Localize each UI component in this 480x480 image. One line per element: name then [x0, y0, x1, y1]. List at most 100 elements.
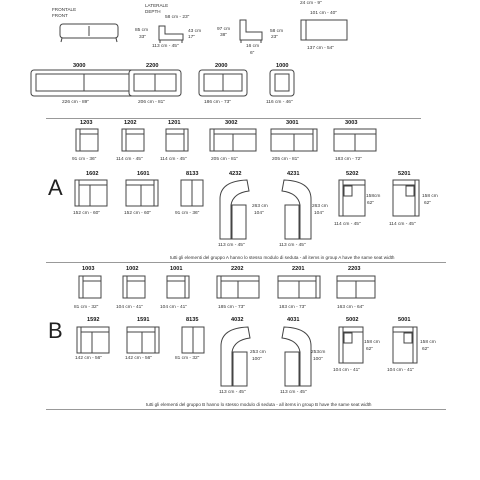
- module-1592: [76, 326, 110, 354]
- module-5002: [338, 326, 364, 364]
- item-side-dim: 263 cm: [252, 204, 268, 209]
- item-code: 2203: [348, 266, 361, 272]
- sofa-3000-drawing: [30, 69, 138, 97]
- item-code: 5201: [398, 171, 411, 177]
- module-1202: [121, 128, 145, 152]
- item-dim: 114 cm - 45": [334, 222, 361, 227]
- item-dim: 152 cm - 60": [73, 211, 101, 216]
- item-code: 2201: [292, 266, 305, 272]
- module-5202: [338, 179, 366, 217]
- module-4231: [281, 179, 312, 240]
- module-1591: [126, 326, 160, 354]
- item-code: 4032: [231, 317, 244, 323]
- item-code: 5001: [398, 317, 411, 323]
- item-side-dim: 62": [424, 201, 432, 206]
- module-1001: [166, 275, 190, 299]
- group-b-note: tutti gli elementi del gruppo B hanno lo…: [146, 402, 372, 407]
- dim-height-85: 85 cm: [135, 28, 149, 33]
- dim-16: 16 cm: [246, 44, 260, 49]
- sofa-1000-drawing: [269, 69, 295, 97]
- module-3003: [333, 128, 377, 152]
- module-1201: [165, 128, 189, 152]
- group-b-letter: B: [48, 318, 63, 343]
- sofa-code: 3000: [73, 63, 86, 69]
- label-frontale: FRONTALE: [52, 7, 77, 12]
- item-side-dim: 253 cm: [250, 350, 266, 355]
- item-side-dim: 62": [366, 347, 374, 352]
- divider-top: [46, 118, 421, 119]
- item-side-dim: 62": [422, 347, 430, 352]
- label-laterale: LATERALE: [145, 3, 169, 8]
- sofa-code: 1000: [276, 63, 289, 69]
- item-dim: 113 cm - 45": [279, 243, 306, 248]
- label-depth: DEPTH: [145, 9, 161, 14]
- module-1602: [74, 179, 108, 207]
- item-code: 3002: [225, 120, 238, 126]
- item-code: 1592: [87, 317, 100, 323]
- group-a-letter: A: [48, 175, 63, 200]
- module-8135: [181, 326, 205, 354]
- item-side-dim: 158 cm: [364, 340, 380, 345]
- module-2203: [336, 275, 376, 299]
- item-dim: 104 cm - 41": [160, 305, 188, 310]
- item-code: 1202: [124, 120, 137, 126]
- module-5001: [392, 326, 418, 364]
- item-side-dim: 100": [313, 357, 323, 362]
- front-view-diagram: [59, 23, 119, 43]
- sofa-dim: 206 cm - 81": [138, 100, 166, 105]
- item-dim: 142 cm - 56": [125, 356, 153, 361]
- module-8133: [180, 179, 204, 207]
- module-4031: [281, 326, 312, 387]
- item-dim: 163 cm - 64": [337, 305, 365, 310]
- sofa-dim: 116 cm - 46": [266, 100, 293, 105]
- item-dim: 113 cm - 45": [219, 390, 246, 395]
- item-dim: 114 cm - 45": [389, 222, 416, 227]
- item-dim: 104 cm - 41": [387, 368, 415, 373]
- item-code: 1203: [80, 120, 93, 126]
- dim-58b: 58 cm: [270, 29, 284, 34]
- item-side-dim: 158 cm: [420, 340, 436, 345]
- dim-101: 101 cm - 40": [310, 11, 338, 16]
- item-code: 4231: [287, 171, 300, 177]
- item-code: 1002: [126, 266, 139, 272]
- top-view-diagram: [300, 19, 348, 41]
- item-code: 1003: [82, 266, 95, 272]
- item-side-dim: 253cm: [311, 350, 326, 355]
- item-side-dim: 100": [252, 357, 262, 362]
- module-4032: [220, 326, 251, 387]
- item-dim: 114 cm - 45": [116, 157, 143, 162]
- item-code: 8133: [186, 171, 199, 177]
- item-code: 1201: [168, 120, 181, 126]
- side-high-diagram: [239, 19, 263, 43]
- dim-6: 6": [250, 51, 255, 56]
- item-side-dim: 104": [314, 211, 324, 216]
- dim-24: 24 cm - 9": [300, 1, 322, 6]
- item-code: 4031: [287, 317, 300, 323]
- item-dim: 104 cm - 41": [116, 305, 144, 310]
- module-2202: [216, 275, 260, 299]
- item-dim: 205 cm - 81": [211, 157, 239, 162]
- dim-seat-43: 43 cm: [188, 29, 202, 34]
- item-code: 2202: [231, 266, 244, 272]
- divider-b: [46, 409, 446, 410]
- dim-137: 137 cm - 54": [307, 46, 335, 51]
- item-code: 8135: [186, 317, 199, 323]
- side-view-diagram: [158, 25, 184, 43]
- sofa-dim: 186 cm - 73": [204, 100, 232, 105]
- item-dim: 91 cm - 36": [175, 211, 200, 216]
- item-dim: 183 cm - 73": [279, 305, 307, 310]
- item-side-dim: 104": [254, 211, 264, 216]
- dim-height-33: 33": [139, 35, 147, 40]
- dim-height-38: 38": [220, 33, 228, 38]
- sofa-code: 2000: [215, 63, 228, 69]
- module-1203: [75, 128, 99, 152]
- item-dim: 185 cm - 73": [218, 305, 246, 310]
- item-code: 3003: [345, 120, 358, 126]
- item-code: 4232: [229, 171, 242, 177]
- item-code: 5202: [346, 171, 359, 177]
- item-side-dim: 158 cm: [422, 194, 438, 199]
- sofa-dim: 226 cm - 89": [62, 100, 90, 105]
- group-a-note: tutti gli elementi del gruppo A hanno lo…: [170, 255, 395, 260]
- label-front: FRONT: [52, 13, 68, 18]
- dim-seat-17: 17": [188, 35, 196, 40]
